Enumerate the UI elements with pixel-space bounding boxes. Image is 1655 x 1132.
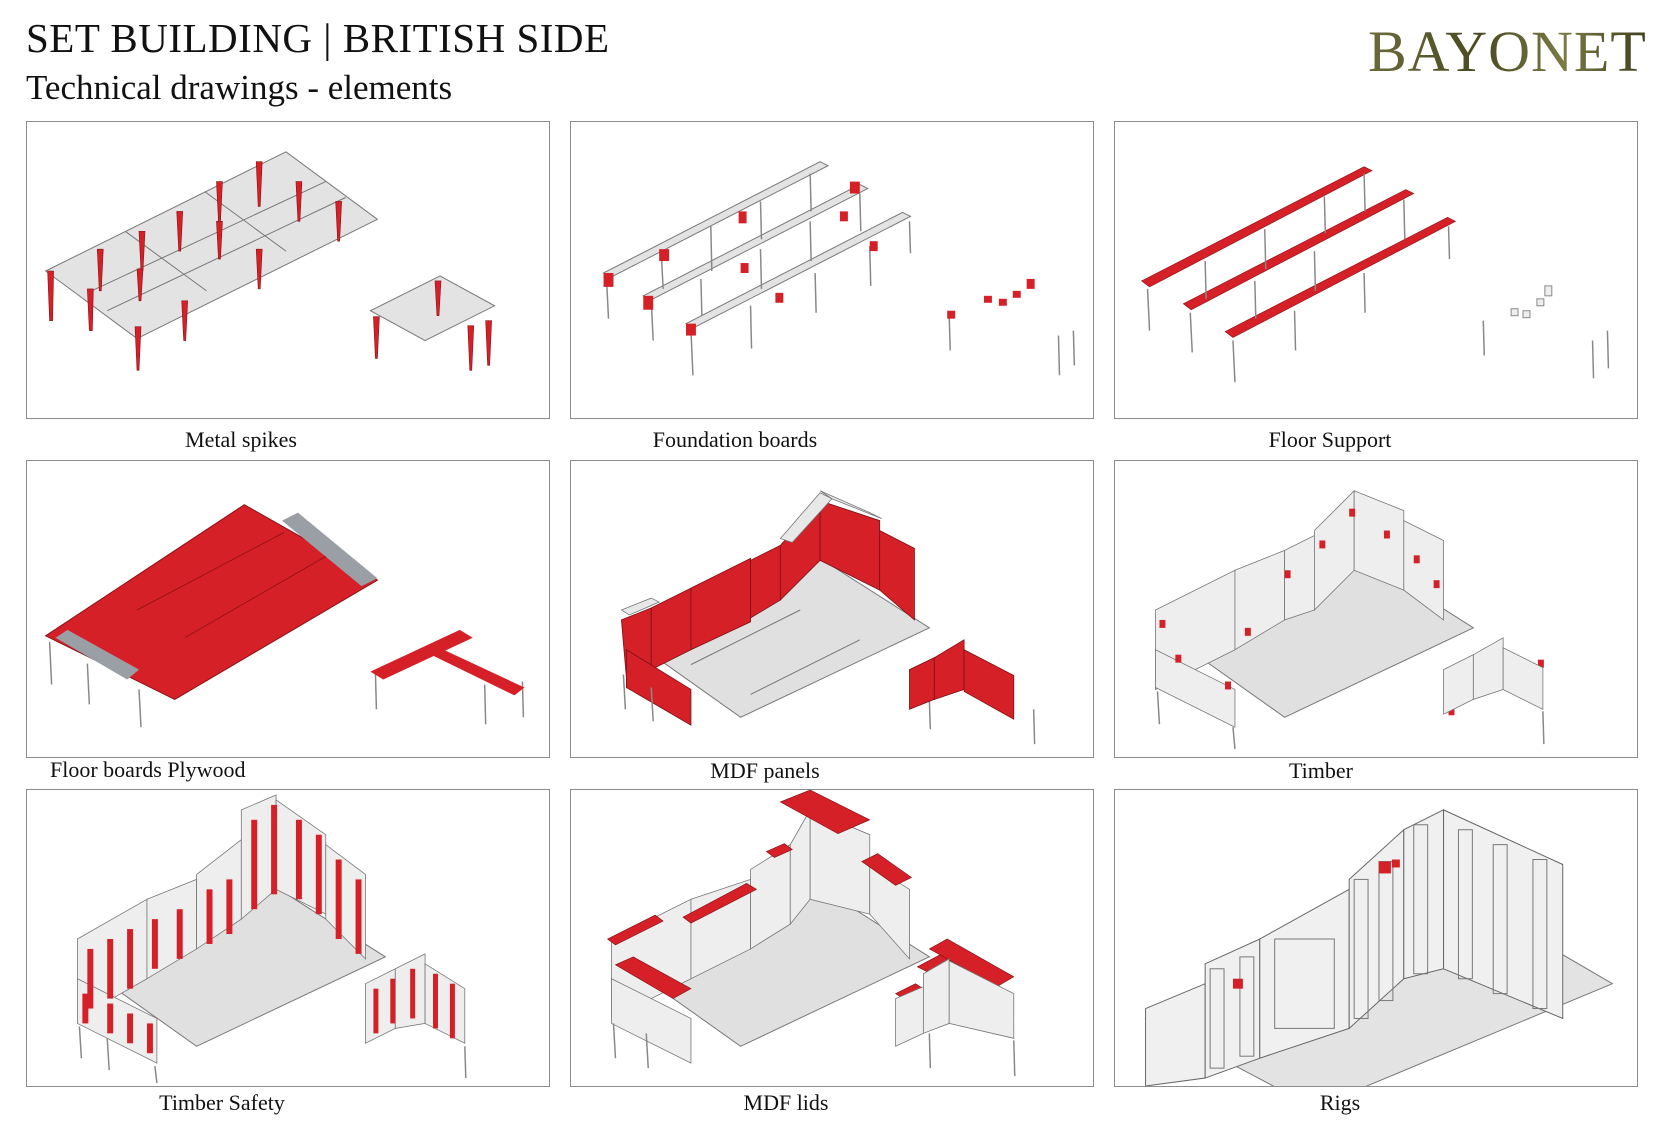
drawing-panel-timber-safety[interactable] xyxy=(26,789,550,1087)
drawing-panel-mdf-panels[interactable] xyxy=(570,460,1094,758)
page-subtitle: Technical drawings - elements xyxy=(26,68,453,107)
caption-timber-safety: Timber Safety xyxy=(159,1090,285,1115)
caption-rigs: Rigs xyxy=(1319,1090,1361,1115)
drawing-panel-foundation-boards[interactable] xyxy=(570,121,1094,419)
drawing-panel-floor-support[interactable] xyxy=(1114,121,1638,419)
metal-spikes-drawing xyxy=(44,151,496,371)
caption-mdf-lids: MDF lids xyxy=(743,1090,829,1115)
drawing-panel-timber[interactable] xyxy=(1114,460,1638,758)
floor-support-drawing xyxy=(1141,166,1610,383)
page-title: SET BUILDING | BRITISH SIDE xyxy=(26,15,610,61)
drawing-panel-rigs[interactable] xyxy=(1114,789,1638,1087)
caption-floor-support: Floor Support xyxy=(1268,427,1392,452)
caption-timber: Timber xyxy=(1289,758,1353,783)
drawing-panel-mdf-lids[interactable] xyxy=(570,789,1094,1087)
mdf-panels-drawing xyxy=(620,490,1036,745)
caption-mdf-panels: MDF panels xyxy=(710,758,820,783)
timber-safety-drawing xyxy=(77,794,467,1084)
bayonet-logo: BAYONET xyxy=(1368,19,1647,84)
drawing-panel-metal-spikes[interactable] xyxy=(26,121,550,419)
timber-drawing xyxy=(1155,489,1545,750)
caption-metal-spikes: Metal spikes xyxy=(185,427,297,452)
caption-foundation-boards: Foundation boards xyxy=(652,427,818,452)
foundation-boards-drawing xyxy=(602,161,1076,376)
mdf-lids-drawing xyxy=(606,790,1016,1077)
rigs-drawing xyxy=(1144,809,1614,1086)
drawing-panel-floor-boards-plywood[interactable] xyxy=(26,460,550,758)
floor-boards-plywood-drawing xyxy=(44,504,525,728)
caption-floor-boards-plywood: Floor boards Plywood xyxy=(50,757,246,782)
